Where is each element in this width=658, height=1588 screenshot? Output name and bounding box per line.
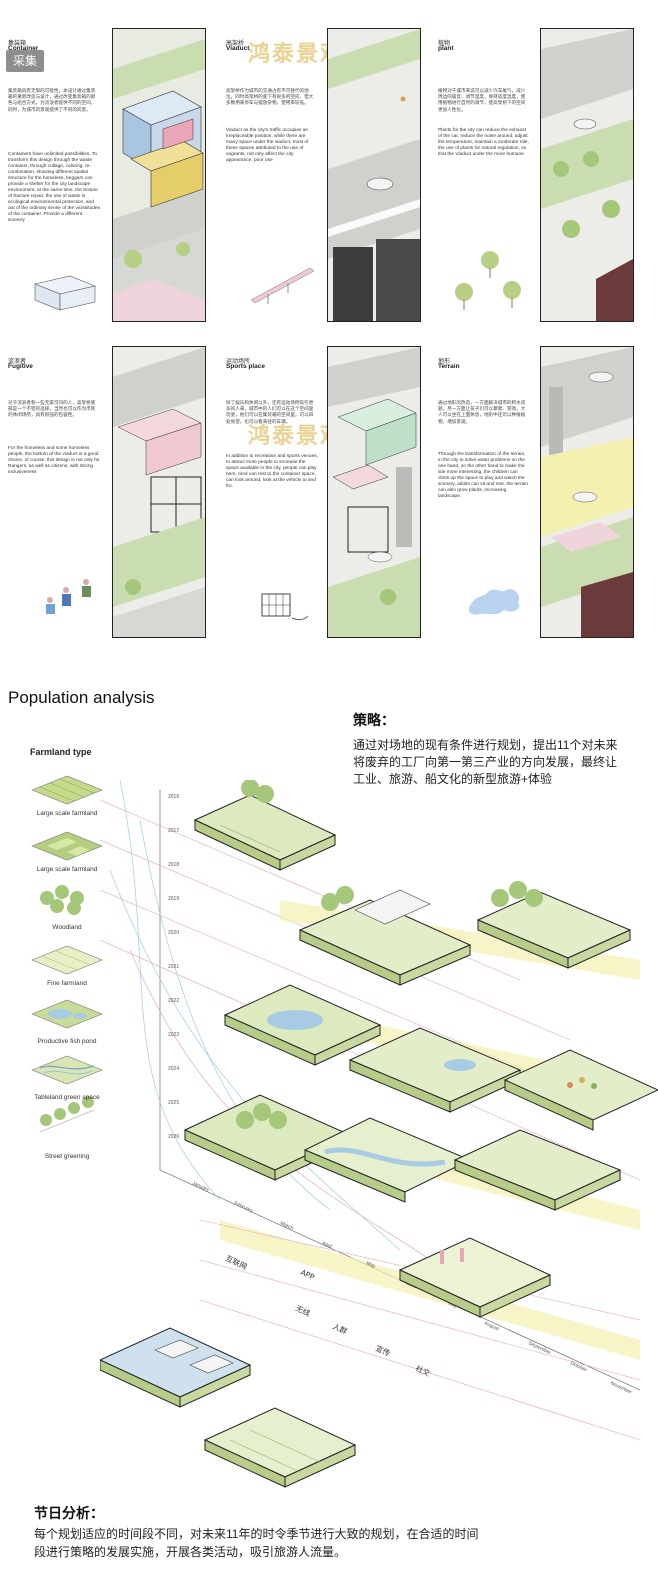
iso-tile (193, 780, 337, 871)
month-axis: January February March April May June Ju… (191, 1180, 633, 1395)
panel-container-name-cn: 集装箱 (8, 41, 27, 47)
panel-container-desc-en: Containers have unlimited possibilities.… (8, 152, 100, 223)
panel-sports-name-cn: 运动场所 (226, 359, 251, 365)
panel-terrain-desc-en: Through the transformation of the terrai… (438, 452, 529, 499)
month-label: November (609, 1380, 633, 1395)
year-label: 2020 (168, 930, 179, 936)
panel-terrain-illustration (540, 346, 634, 638)
panel-sports-desc-cn: 除了娱乐和休闲以外，还有运动场所吸引更多的人来，城市中的人们可以在这个空间里玩耍… (226, 400, 314, 424)
panel-container-name-en: Container (8, 45, 39, 52)
holiday-line-1: 每个规划适应的时间段不同，对未来11年的时令季节进行大致的规划，在合适的时间 (34, 1527, 479, 1541)
iso-tile (503, 1049, 658, 1131)
channel-label: APP (299, 1268, 316, 1282)
iso-tile (203, 1407, 357, 1488)
panel-viaduct-desc-cn: 高架桥作为城市的交通占有不可替代的地位，同时高架桥的底下有很多的空间，但大多数用… (226, 88, 314, 106)
iso-tile (223, 984, 382, 1066)
channel-label: 互联网 (224, 1254, 248, 1272)
channel-label: 无线 (294, 1303, 312, 1319)
panel-fugitive-illustration (112, 346, 206, 638)
month-label: January (191, 1180, 210, 1193)
year-axis: 2016 2017 2018 2019 2020 2021 2022 2023 … (168, 794, 179, 1140)
iso-tile (398, 1237, 552, 1318)
panel-plant-desc-cn: 植物对于城市来说可以减少汽车尾气，减少周边的噪音，调节温度，保持适度湿度，使用植… (438, 88, 526, 112)
farmland-label-large-scale-2: Large scale farmland (36, 866, 98, 873)
channel-label: 社交 (414, 1363, 432, 1379)
people-figures-icon (46, 579, 91, 614)
viaduct-bridge-icon (250, 267, 315, 304)
strategy-heading: 策略： (353, 712, 395, 728)
panel-sports-desc-en: In addition to recreation and sports ven… (226, 454, 318, 489)
farmland-label-street-greening: Street greening (44, 1153, 90, 1160)
month-label: April (321, 1240, 333, 1250)
farmland-label-tableland: Tableland green space (34, 1094, 100, 1101)
panel-sports-name-en: Sports place (226, 363, 266, 370)
farmland-label-woodland: Woodland (52, 924, 82, 931)
farmland-label-fish-pond: Productive fish pond (37, 1038, 97, 1045)
panel-container-illustration (112, 28, 206, 322)
panel-container-desc-cn: 集装箱具有无限的可能性，本设计通过集装箱的重新改造与设计，通过改变集装箱的颜色与… (8, 88, 96, 112)
month-label: May (365, 1260, 377, 1270)
month-label: March (279, 1220, 294, 1231)
panel-fugitive-desc-en: For the homeless and some homeless peopl… (8, 446, 100, 475)
panel-viaduct-name-cn: 高架桥 (226, 41, 245, 47)
population-analysis-title: Population analysis (8, 688, 155, 707)
panel-viaduct-desc-en: Viaduct as the city's traffic occupies a… (226, 128, 309, 163)
strategy-line-1: 通过对场地的现有条件进行规划，提出11个对未来 (353, 738, 618, 752)
watermark-top: 鸿泰景观 (248, 42, 345, 67)
channel-label: 人群 (331, 1321, 349, 1337)
panel-fugitive-name-en: Fugitive (8, 363, 33, 370)
year-label: 2024 (168, 1066, 179, 1072)
container-box-icon (33, 275, 97, 311)
panel-fugitive-desc-cn: 对于流浪者和一些无家可归的人，高架桥底部是一个不错的选择，当然也可以作为市民的休… (8, 400, 96, 418)
month-label: February (233, 1200, 254, 1214)
iso-tile (100, 1327, 252, 1408)
iso-tile (453, 1129, 622, 1211)
collect-button[interactable]: 采集 (6, 50, 44, 72)
panel-terrain-name-en: Terrain (438, 363, 460, 370)
year-label: 2026 (168, 1134, 179, 1140)
panel-sports-illustration (327, 346, 421, 638)
panel-plant-name-cn: 植物 (438, 41, 451, 47)
year-label: 2025 (168, 1100, 179, 1106)
year-label: 2021 (168, 964, 179, 970)
panel-plant-illustration (540, 28, 634, 322)
year-label: 2022 (168, 998, 179, 1004)
strategy-line-2: 将废弃的工厂向第一第三产业的方向发展，最终让 (353, 755, 618, 769)
month-label: July (447, 1300, 458, 1309)
panel-plant-name-en: plant (438, 45, 454, 52)
year-label: 2017 (168, 828, 179, 834)
strategy-line-3: 工业、旅游、船文化的新型旅游+体验 (353, 772, 553, 786)
month-label: October (569, 1360, 588, 1373)
farmland-type-title: Farmland type (30, 747, 92, 757)
iso-tile (298, 886, 472, 986)
holiday-line-2: 段进行策略的发展实施，开展各类活动，吸引旅游人流量。 (34, 1545, 347, 1559)
month-label: August (483, 1320, 500, 1332)
farmland-legend-icons (31, 775, 103, 1133)
sports-goal-icon (261, 593, 309, 620)
iso-tile (476, 881, 632, 969)
terrain-water-icon (468, 589, 520, 615)
population-isometric-diagram: 2016 2017 2018 2019 2020 2021 2022 2023 … (100, 780, 658, 1488)
year-label: 2023 (168, 1032, 179, 1038)
panel-viaduct-illustration (327, 28, 421, 322)
panel-plant-desc-en: Plants for the city can reduce the exhau… (438, 128, 529, 157)
iso-tile (303, 1117, 472, 1203)
panel-fugitive-name-cn: 流浪者 (8, 359, 27, 365)
month-label: September (527, 1340, 552, 1356)
holiday-analysis-heading: 节日分析： (34, 1505, 104, 1521)
farmland-label-large-scale-1: Large scale farmland (36, 810, 98, 817)
panel-terrain-desc-cn: 通过地形的改造，一方面解决城市的积水问题，另一方面让孩子们可以攀爬、游戏，大人可… (438, 400, 526, 424)
plant-trees-icon (455, 251, 521, 310)
year-label: 2019 (168, 896, 179, 902)
panel-viaduct-name-en: Viaduct (226, 45, 250, 52)
watermark-middle: 鸿泰景观 (248, 424, 345, 449)
year-label: 2018 (168, 862, 179, 868)
iso-tile (348, 1027, 522, 1113)
year-label: 2016 (168, 794, 179, 800)
panel-terrain-name-cn: 地形 (438, 359, 451, 365)
farmland-label-fine: Fine farmland (47, 980, 87, 987)
